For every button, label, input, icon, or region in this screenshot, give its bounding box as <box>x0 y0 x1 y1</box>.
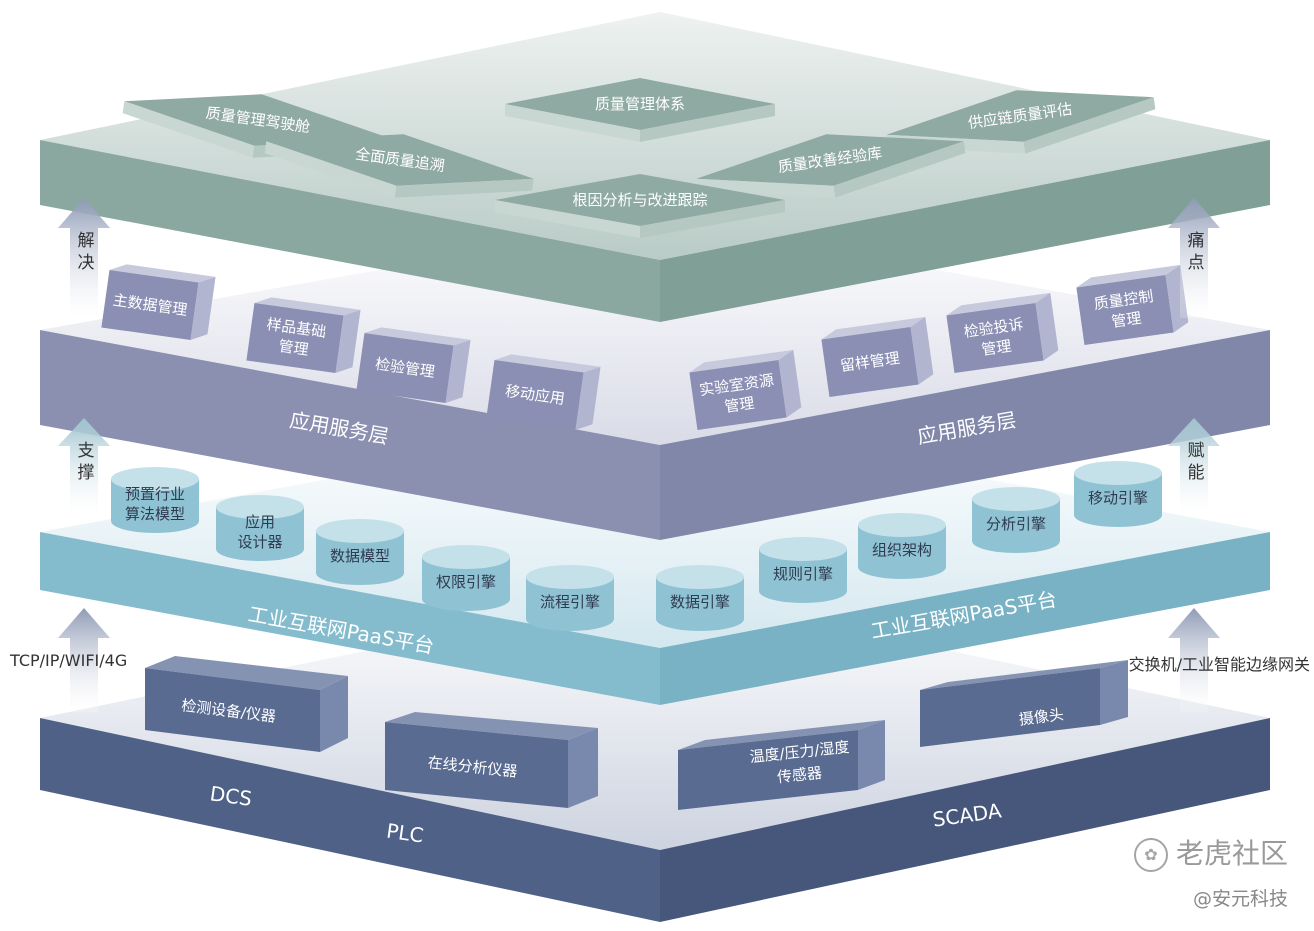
paas-module-label: 算法模型 <box>125 505 185 523</box>
top-modules: 质量管理驾驶舱质量管理体系供应链质量评估全面质量追溯质量改善经验库根因分析与改进… <box>122 78 1156 238</box>
device-label-dcs: DCS <box>208 781 253 811</box>
arrow-left-bottom <box>58 608 110 712</box>
arrow-left-top <box>58 198 110 318</box>
top-module-label: 质量管理体系 <box>595 95 685 113</box>
top-layer-right-face <box>660 140 1270 322</box>
arrow-label-solve: 解决 <box>77 231 95 273</box>
app-module-label: 管理 <box>723 394 755 416</box>
top-module[interactable]: 质量改善经验库 <box>693 115 969 216</box>
arrow-label-pain-point: 痛点 <box>1187 231 1205 273</box>
top-module-label: 根因分析与改进跟踪 <box>572 191 707 209</box>
arrow-label-support: 支撑 <box>77 441 95 483</box>
paas-module-label: 设计器 <box>237 533 282 551</box>
paas-module[interactable]: 数据引擎 <box>656 565 744 631</box>
paas-module[interactable]: 分析引擎 <box>972 487 1060 553</box>
paas-module-label: 预置行业 <box>125 485 185 503</box>
network-protocols-label: TCP/IP/WIFI/4G <box>10 651 128 670</box>
app-layer-left-face <box>40 330 660 540</box>
top-layer-left-face <box>40 140 660 322</box>
paas-module-label: 权限引擎 <box>436 573 496 591</box>
paas-module-label: 规则引擎 <box>773 565 833 583</box>
app-layer-top <box>40 220 1270 445</box>
device-label-plc: PLC <box>385 819 425 848</box>
app-layer-right-face <box>660 330 1270 540</box>
arrow-right-top <box>1168 198 1220 318</box>
device-layer-right-face <box>660 718 1270 922</box>
watermark-brand: ✿老虎社区 <box>1133 832 1288 872</box>
paas-module[interactable]: 规则引擎 <box>759 537 847 603</box>
watermark-brand-text: 老虎社区 <box>1175 837 1288 870</box>
paas-module[interactable]: 数据模型 <box>316 519 404 585</box>
top-layer <box>40 12 1270 322</box>
paas-layer-left-face <box>40 532 660 705</box>
arrow-right-mid <box>1168 418 1220 515</box>
paas-module[interactable]: 移动引擎 <box>1074 461 1162 527</box>
paas-module[interactable]: 组织架构 <box>858 513 946 579</box>
app-module-label: 管理 <box>980 337 1012 359</box>
device-layer-top <box>40 590 1270 850</box>
app-module[interactable]: 移动应用 <box>486 352 601 432</box>
app-modules: 主数据管理样品基础管理检验管理移动应用实验室资源管理留样管理检验投诉管理质量控制… <box>101 262 1189 432</box>
watermark-author: @安元科技 <box>1192 888 1288 910</box>
arrow-right-bottom <box>1168 608 1220 712</box>
device-module[interactable] <box>385 712 598 808</box>
device-layer-left-face <box>40 718 660 922</box>
paas-module-label: 分析引擎 <box>986 515 1046 533</box>
app-module[interactable]: 留样管理 <box>820 316 934 397</box>
paas-layer-right-face <box>660 532 1270 705</box>
app-module[interactable]: 检验管理 <box>356 325 471 405</box>
device-module[interactable] <box>920 660 1128 747</box>
app-module-label: 管理 <box>277 337 309 359</box>
paas-module-label: 移动引擎 <box>1088 489 1148 507</box>
app-layer <box>40 220 1270 540</box>
paas-module[interactable]: 流程引擎 <box>526 565 614 631</box>
paas-module[interactable]: 权限引擎 <box>422 545 510 611</box>
device-layer <box>40 590 1270 922</box>
paas-modules: 预置行业算法模型应用设计器数据模型权限引擎流程引擎数据引擎规则引擎组织架构分析引… <box>111 461 1162 631</box>
top-module[interactable]: 全面质量追溯 <box>261 115 537 216</box>
top-module[interactable]: 质量管理体系 <box>505 78 775 142</box>
arrow-left-mid <box>58 418 110 515</box>
arrow-label-enable: 赋能 <box>1187 441 1205 483</box>
device-modules <box>145 656 1128 810</box>
paas-module-label: 数据引擎 <box>670 593 730 611</box>
paas-module-label: 流程引擎 <box>540 593 600 611</box>
device-module-label: 摄像头 <box>1018 705 1065 728</box>
device-module-label-line2: 传感器 <box>776 764 823 787</box>
device-module[interactable] <box>145 656 348 752</box>
app-module[interactable]: 主数据管理 <box>101 262 216 342</box>
device-module[interactable] <box>678 720 885 810</box>
top-module[interactable]: 根因分析与改进跟踪 <box>495 174 785 238</box>
app-module-label: 管理 <box>1110 309 1142 331</box>
paas-module-label: 数据模型 <box>330 547 390 565</box>
paas-module-label: 应用 <box>245 513 275 531</box>
paas-module-label: 组织架构 <box>872 541 932 559</box>
gateway-label: 交换机/工业智能边缘网关 <box>1128 655 1310 674</box>
tiger-logo-icon: ✿ <box>1133 838 1168 872</box>
